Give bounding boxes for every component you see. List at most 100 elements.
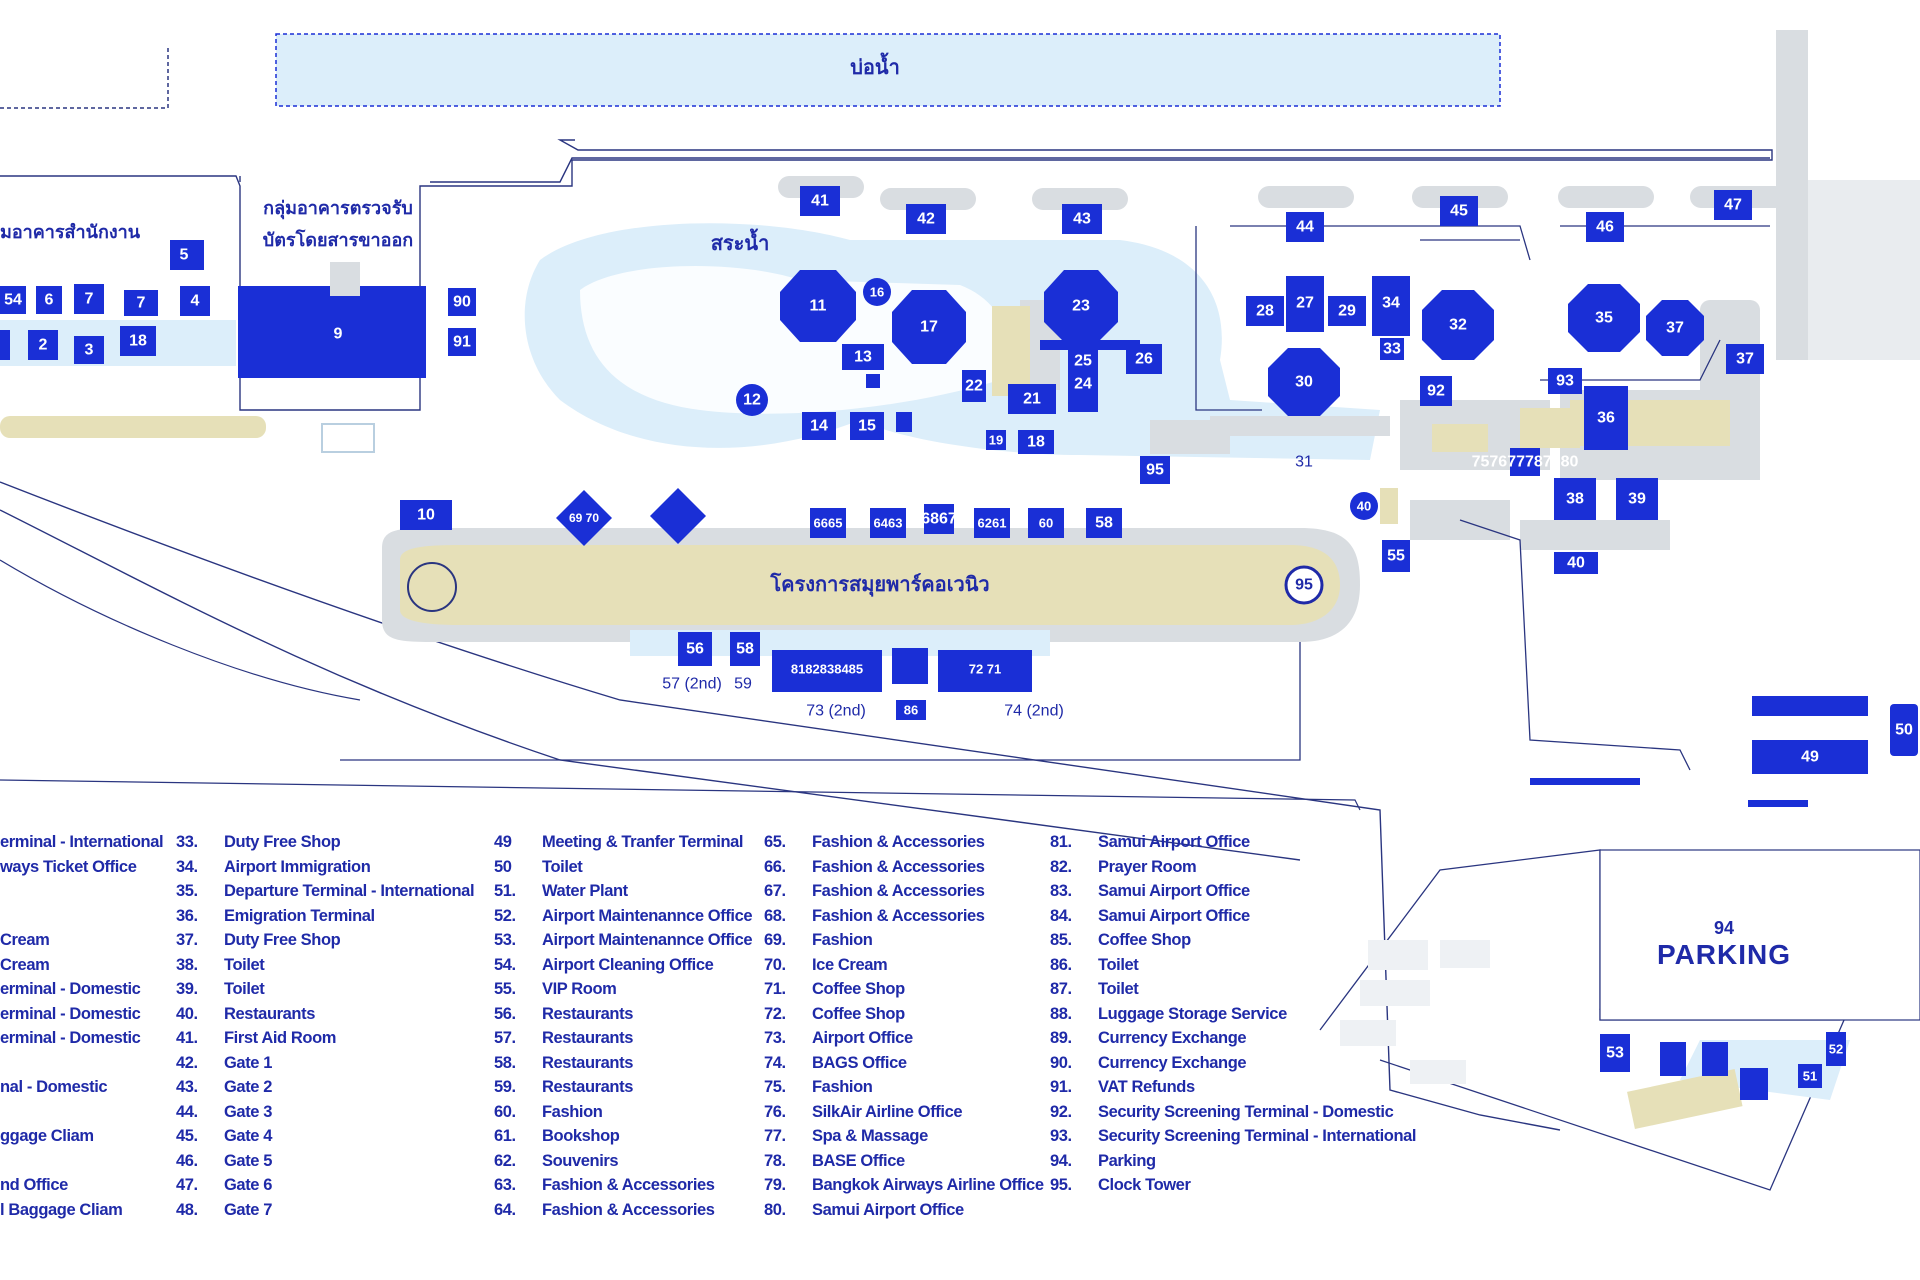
marker-58[interactable]: 58 — [730, 632, 760, 666]
right-building-grey-2 — [1808, 180, 1920, 360]
marker-18[interactable]: 18 — [120, 326, 156, 356]
marker-49[interactable]: 49 — [1752, 696, 1868, 774]
marker-60[interactable]: 58 — [1086, 508, 1122, 538]
svg-text:37: 37 — [1666, 320, 1684, 337]
marker-25[interactable]: 25 — [1040, 340, 1140, 372]
svg-text:41: 41 — [811, 193, 829, 210]
marker-92[interactable]: 95 — [1140, 456, 1170, 484]
marker-5[interactable]: 5 — [170, 240, 204, 270]
marker-24[interactable]: 24 — [1068, 372, 1098, 412]
marker-8182838485[interactable]: 72 71 — [938, 650, 1032, 692]
marker-6867[interactable]: 6665 — [810, 508, 846, 538]
marker-90[interactable]: 92 — [1420, 376, 1452, 406]
svg-text:4: 4 — [191, 293, 200, 310]
marker-46[interactable]: 45 — [1440, 196, 1478, 226]
svg-text:36: 36 — [1597, 410, 1615, 427]
marker-48[interactable]: 47 — [1714, 190, 1752, 220]
marker-9[interactable]: 9 — [238, 262, 426, 378]
svg-text:60: 60 — [1039, 516, 1053, 531]
marker-88[interactable]: 90 — [448, 288, 476, 316]
note-74: 74 (2nd) — [1004, 703, 1064, 720]
marker-50[interactable]: 50 — [1890, 704, 1918, 756]
marker-53[interactable]: 53 — [1600, 1034, 1630, 1072]
marker-32[interactable]: 32 — [1422, 290, 1494, 360]
svg-text:35: 35 — [1595, 310, 1613, 327]
marker-89[interactable]: 91 — [448, 328, 476, 356]
svg-text:95: 95 — [1295, 577, 1313, 594]
marker-56[interactable]: 56 — [678, 632, 712, 666]
svg-text:39: 39 — [1628, 491, 1646, 508]
marker-35[interactable]: 35 — [1568, 284, 1640, 352]
svg-text:23: 23 — [1072, 298, 1090, 315]
legend-row: 90.Currency Exchange — [1050, 1053, 1247, 1072]
marker-91[interactable]: 93 — [1548, 368, 1582, 394]
marker-28[interactable]: 28 — [1246, 296, 1284, 326]
marker-42[interactable]: 41 — [800, 186, 840, 216]
marker-93[interactable]: 757677787980 — [1472, 448, 1579, 476]
marker-34[interactable]: 34 — [1372, 276, 1410, 336]
marker-95[interactable]: 95 — [1284, 565, 1324, 605]
marker-37a[interactable]: 37 — [1726, 344, 1764, 374]
marker-4[interactable]: 4 — [180, 286, 210, 316]
marker-6463[interactable]: 6261 — [974, 508, 1010, 538]
marker-29[interactable]: 30 — [1268, 348, 1340, 416]
svg-text:40: 40 — [1357, 499, 1371, 514]
marker-44[interactable]: 43 — [1062, 204, 1102, 234]
marker-7b[interactable]: 7 — [124, 290, 158, 316]
marker-1[interactable] — [0, 330, 10, 360]
marker-45[interactable]: 44 — [1286, 212, 1324, 242]
marker-69-70[interactable] — [650, 488, 706, 544]
marker-20[interactable]: 19 — [986, 430, 1006, 450]
legend-row: 41.First Aid Room — [176, 1029, 337, 1047]
marker-2[interactable]: 2 — [28, 330, 58, 360]
marker-40[interactable]: 40 — [1350, 492, 1378, 520]
marker-47[interactable]: 46 — [1586, 212, 1624, 242]
parking-blocks[interactable] — [1660, 1042, 1768, 1100]
marker-6261[interactable]: 60 — [1028, 508, 1064, 538]
marker-757677787980[interactable]: 8182838485 — [772, 650, 882, 692]
marker-36[interactable]: 36 — [1584, 386, 1628, 450]
marker-12[interactable]: 12 — [736, 384, 768, 416]
marker-39[interactable]: 39 — [1616, 478, 1658, 520]
marker-3[interactable]: 3 — [74, 336, 104, 364]
marker-13[interactable]: 13 — [842, 344, 884, 388]
marker-6665[interactable]: 6463 — [870, 508, 906, 538]
marker-23[interactable]: 23 — [1044, 270, 1118, 342]
marker-55[interactable]: 55 — [1382, 540, 1410, 572]
marker-86[interactable]: 6867 — [921, 504, 957, 534]
marker-center-block[interactable] — [892, 648, 928, 684]
marker-33[interactable]: 33 — [1380, 338, 1404, 360]
legend-row — [0, 1051, 163, 1076]
svg-text:58: 58 — [736, 641, 754, 658]
legend-row: 57.Restaurants — [494, 1029, 633, 1047]
legend-row: 91.VAT Refunds — [1050, 1078, 1195, 1096]
marker-21[interactable]: 21 — [1008, 384, 1056, 414]
marker-37b[interactable]: 37 — [1646, 300, 1704, 356]
legend-row: nal - Domestic — [0, 1078, 108, 1096]
marker-10[interactable]: 10 — [400, 500, 452, 530]
marker-27[interactable]: 27 — [1286, 276, 1324, 332]
marker-11[interactable]: 11 — [780, 270, 856, 342]
marker-17[interactable]: 17 — [892, 290, 966, 364]
marker-51[interactable]: 51 — [1798, 1064, 1822, 1088]
svg-text:91: 91 — [453, 334, 471, 351]
top-left-dashed — [0, 48, 169, 109]
marker-54[interactable]: 54 — [0, 286, 26, 314]
marker-43[interactable]: 42 — [906, 204, 946, 234]
marker-52[interactable]: 52 — [1826, 1032, 1846, 1066]
marker-22[interactable]: 22 — [962, 370, 986, 402]
marker-26[interactable]: 26 — [1126, 344, 1162, 374]
marker-14[interactable]: 14 — [802, 412, 836, 440]
legend-row: 58.Restaurants — [494, 1053, 633, 1072]
marker-41[interactable]: 40 — [1554, 552, 1598, 574]
marker-15[interactable]: 15 — [850, 412, 912, 440]
marker-19[interactable]: 18 — [1018, 430, 1054, 454]
svg-text:34: 34 — [1382, 295, 1400, 312]
marker-72-71[interactable]: 69 70 — [556, 490, 612, 546]
marker-7a[interactable]: 7 — [74, 284, 104, 314]
marker-30[interactable]: 29 — [1328, 296, 1366, 326]
marker-16[interactable]: 16 — [863, 278, 891, 306]
marker-87[interactable]: 86 — [896, 700, 926, 720]
marker-38[interactable]: 38 — [1554, 478, 1596, 520]
marker-6[interactable]: 6 — [36, 286, 62, 314]
